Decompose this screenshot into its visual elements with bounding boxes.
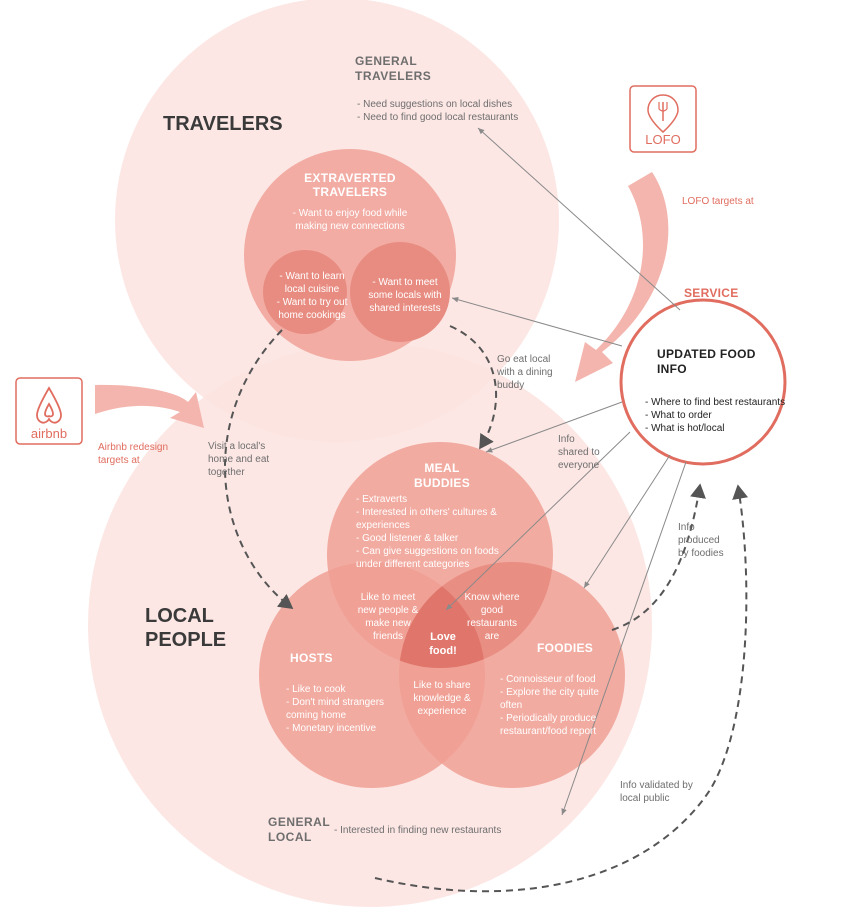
info-produced-label-1: Info	[678, 522, 695, 533]
extraverted-right-line-1: - Want to meet	[372, 277, 437, 288]
meal-hosts-overlap-line-2: new people &	[358, 605, 419, 616]
arrow-to-foodies	[583, 454, 671, 589]
visit-label-3: together	[208, 467, 245, 478]
map-pin-fork-icon	[647, 94, 679, 133]
general-local-text: - Interested in finding new restaurants	[334, 825, 501, 836]
service-line-1: - Where to find best restaurants	[645, 397, 785, 408]
extraverted-left-line-1: - Want to learn	[279, 271, 344, 282]
local-people-title-1: LOCAL	[145, 605, 214, 627]
arrow-to-center	[445, 431, 631, 611]
meal-buddies-line-4: - Good listener & talker	[356, 533, 459, 544]
extraverted-line-2: making new connections	[295, 221, 405, 232]
arrow-to-meal-buddies	[485, 401, 623, 453]
lofo-targets-arrow	[575, 172, 669, 382]
info-shared-label-2: shared to	[558, 447, 600, 458]
go-eat-label-1: Go eat local	[497, 354, 550, 365]
center-overlap-line-2: food!	[429, 645, 456, 657]
meal-buddies-heading-2: BUDDIES	[414, 476, 470, 490]
hosts-line-2: - Don't mind strangers	[286, 697, 384, 708]
foodies-line-1: - Connoisseur of food	[500, 674, 596, 685]
go-eat-label-3: buddy	[497, 380, 524, 391]
service-line-2: - What to order	[645, 410, 712, 421]
meal-buddies-heading-1: MEAL	[424, 461, 459, 475]
meal-foodies-overlap-line-4: are	[485, 631, 500, 642]
lofo-logo: LOFO	[629, 85, 697, 153]
service-title-2: INFO	[657, 362, 687, 376]
hosts-line-1: - Like to cook	[286, 684, 346, 695]
go-eat-label-2: with a dining	[496, 367, 553, 378]
travelers-title: TRAVELERS	[163, 113, 283, 135]
airbnb-logo-text: airbnb	[31, 426, 67, 441]
extraverted-left-line-2: local cuisine	[285, 284, 340, 295]
dashed-info-validated	[374, 484, 748, 893]
lofo-logo-text: LOFO	[645, 132, 680, 147]
meal-hosts-overlap-line-3: make new	[365, 618, 411, 629]
hosts-heading: HOSTS	[290, 651, 333, 665]
extraverted-right-line-2: some locals with	[368, 290, 441, 301]
foodies-line-2: - Explore the city quite	[500, 687, 599, 698]
service-label: SERVICE	[684, 286, 739, 300]
extraverted-line-1: - Want to enjoy food while	[293, 208, 408, 219]
info-shared-label-1: Info	[558, 434, 575, 445]
airbnb-targets-label-2: targets at	[98, 455, 140, 466]
info-shared-label-3: everyone	[558, 460, 600, 471]
lofo-targets-label: LOFO targets at	[682, 196, 754, 207]
extraverted-heading-2: TRAVELERS	[313, 185, 387, 199]
general-local-heading-1: GENERAL	[268, 815, 330, 829]
general-travelers-line-2: - Need to find good local restaurants	[357, 112, 518, 123]
center-core	[399, 562, 485, 668]
airbnb-logo: airbnb	[15, 377, 83, 445]
general-travelers-heading-2: TRAVELERS	[355, 69, 431, 83]
foodies-line-3: often	[500, 700, 522, 711]
service-title-1: UPDATED FOOD	[657, 347, 756, 361]
extraverted-left-circle	[263, 250, 347, 334]
hosts-foodies-overlap-line-2: knowledge &	[413, 693, 471, 704]
hosts-line-3: coming home	[286, 710, 346, 721]
hosts-line-4: - Monetary incentive	[286, 723, 376, 734]
service-circle	[619, 298, 787, 466]
arrow-to-local-public	[561, 461, 687, 816]
arrow-to-extraverted	[451, 297, 623, 347]
dashed-info-produced	[611, 483, 706, 631]
meal-buddies-line-6: under different categories	[356, 559, 469, 570]
visit-label-1: Visit a local's	[208, 441, 265, 452]
dashed-go-eat-local	[449, 325, 498, 450]
meal-foodies-overlap-line-3: restaurants	[467, 618, 517, 629]
info-validated-label-2: local public	[620, 793, 669, 804]
meal-hosts-overlap-line-1: Like to meet	[361, 592, 416, 603]
general-local-heading-2: LOCAL	[268, 830, 312, 844]
extraverted-right-line-3: shared interests	[369, 303, 440, 314]
extraverted-left-line-3: - Want to try out	[277, 297, 348, 308]
meal-buddies-line-3: experiences	[356, 520, 410, 531]
meal-foodies-overlap-line-1: Know where	[464, 592, 519, 603]
hosts-foodies-overlap-line-1: Like to share	[413, 680, 471, 691]
center-overlap-line-1: Love	[430, 631, 456, 643]
local-people-title-2: PEOPLE	[145, 629, 226, 651]
foodies-line-4: - Periodically produce	[500, 713, 597, 724]
info-produced-label-2: produced	[678, 535, 720, 546]
visit-label-2: home and eat	[208, 454, 269, 465]
extraverted-right-circle	[350, 242, 450, 342]
info-produced-label-3: by foodies	[678, 548, 724, 559]
airbnb-targets-arrow	[95, 384, 204, 428]
service-line-3: - What is hot/local	[645, 423, 724, 434]
foodies-line-5: restaurant/food report	[500, 726, 596, 737]
meal-foodies-overlap-line-2: good	[481, 605, 503, 616]
info-validated-label-1: Info validated by	[620, 780, 693, 791]
extraverted-left-line-4: home cookings	[278, 310, 345, 321]
meal-buddies-line-5: - Can give suggestions on foods	[356, 546, 499, 557]
foodies-heading: FOODIES	[537, 641, 593, 655]
meal-buddies-line-1: - Extraverts	[356, 494, 407, 505]
airbnb-targets-label-1: Airbnb redesign	[98, 442, 168, 453]
meal-hosts-overlap-line-4: friends	[373, 631, 403, 642]
extraverted-heading-1: EXTRAVERTED	[304, 171, 396, 185]
hosts-foodies-overlap-line-3: experience	[418, 706, 467, 717]
meal-buddies-line-2: - Interested in others' cultures &	[356, 507, 497, 518]
general-travelers-line-1: - Need suggestions on local dishes	[357, 99, 512, 110]
general-travelers-heading-1: GENERAL	[355, 54, 417, 68]
arrow-to-general-travelers	[477, 127, 681, 311]
airbnb-belo-icon	[36, 386, 62, 424]
